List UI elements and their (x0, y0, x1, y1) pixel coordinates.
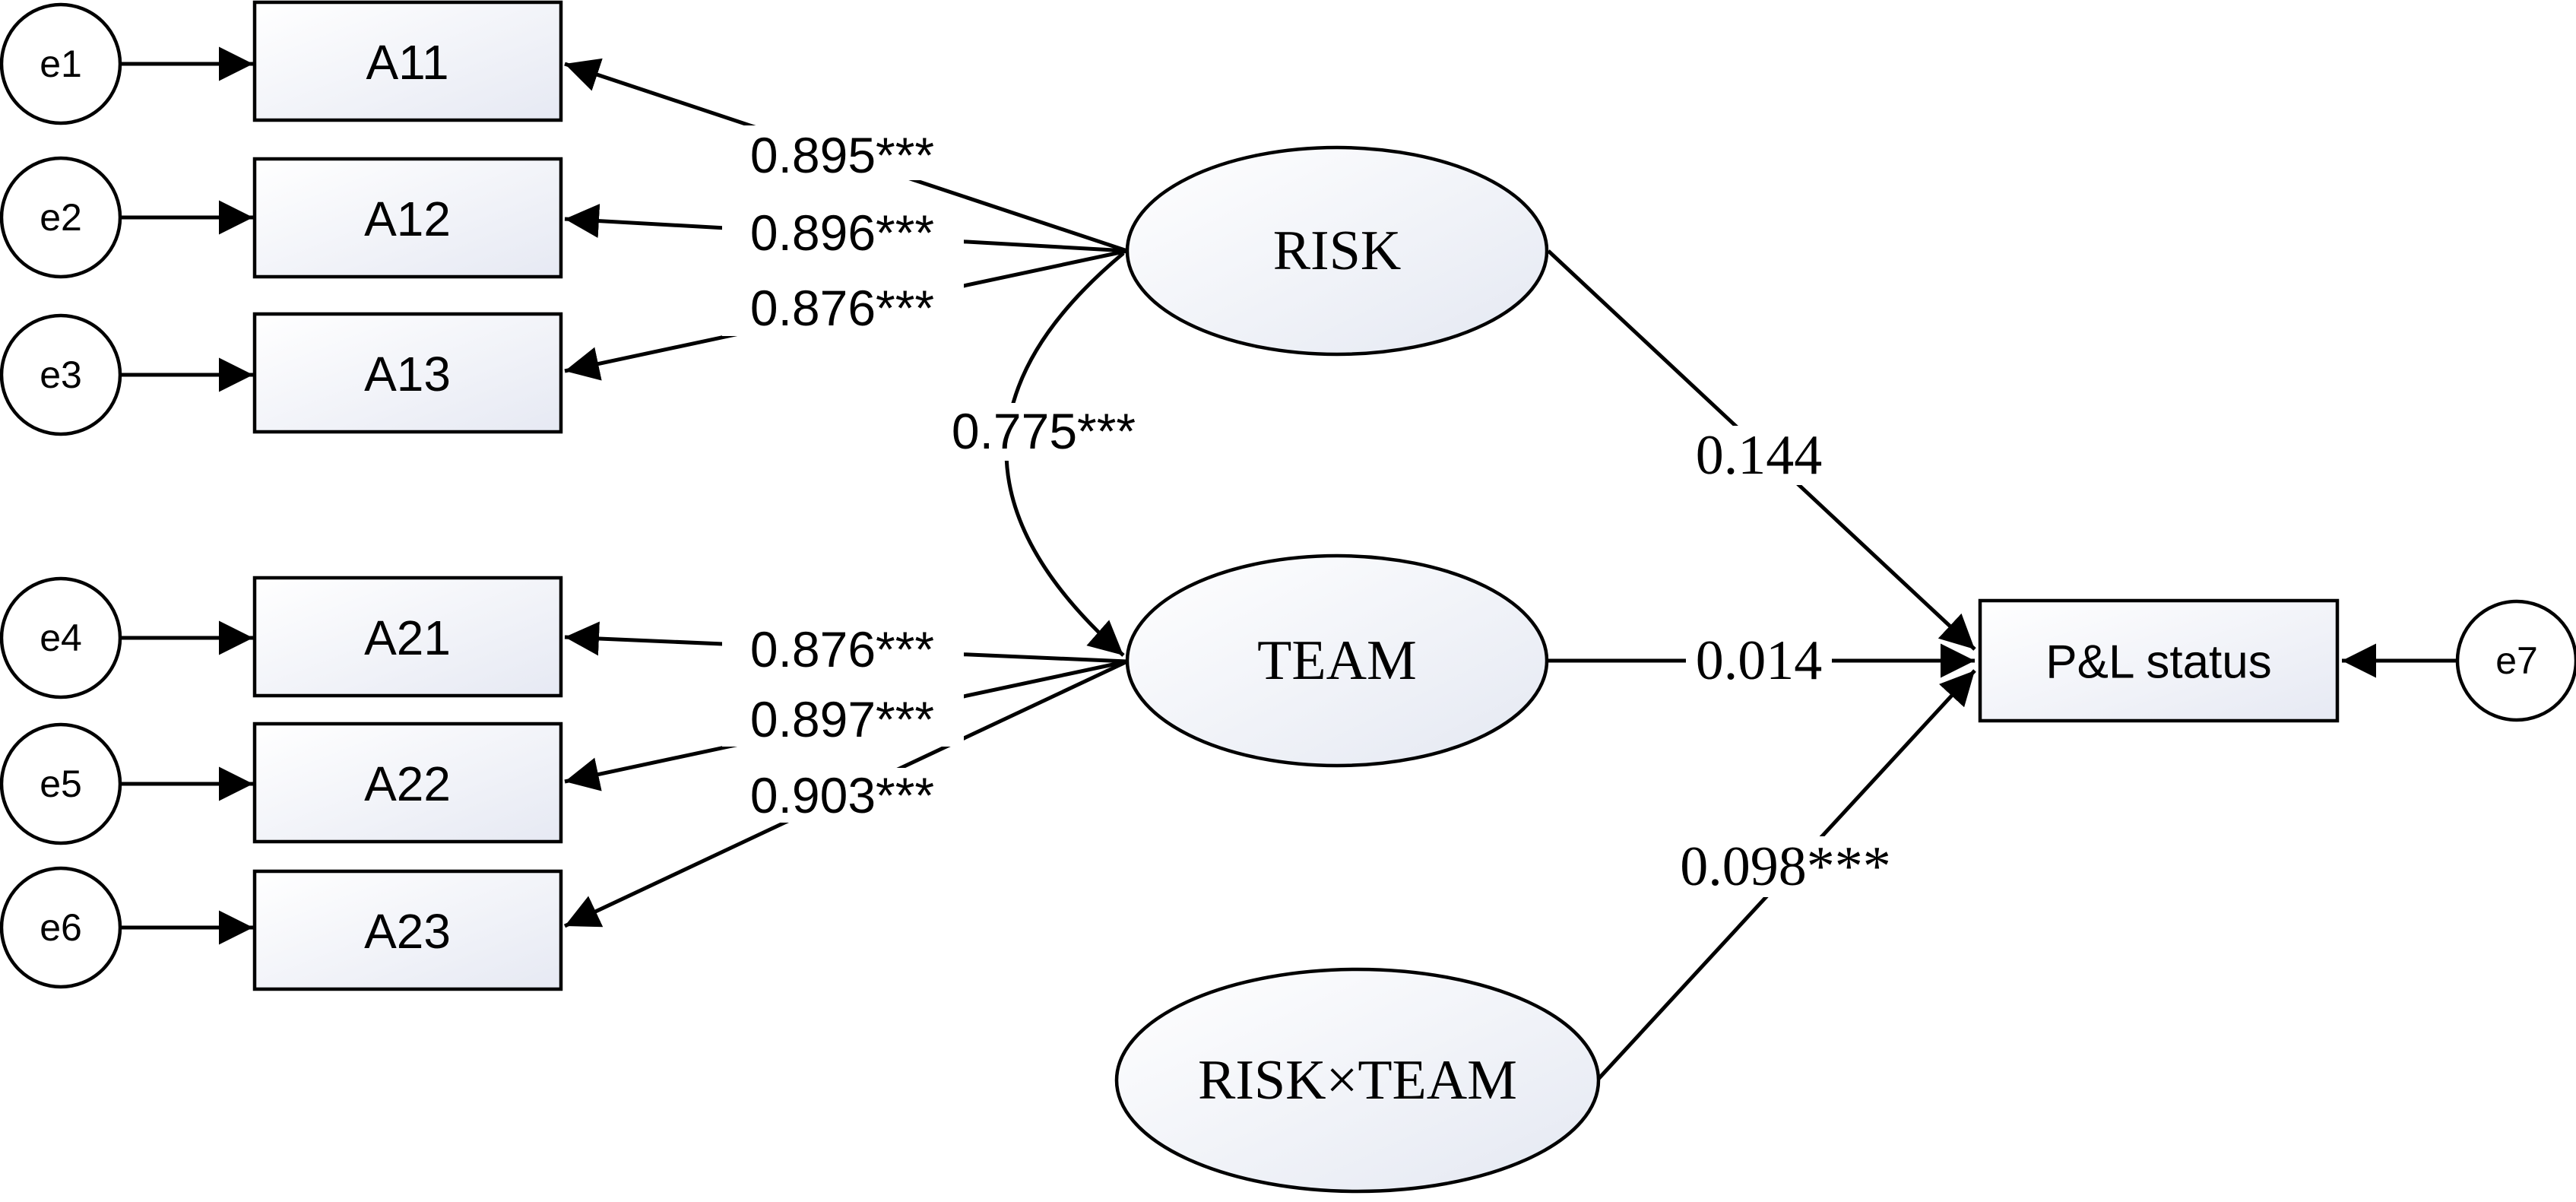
indicators: A11 A12 A13 A21 A22 A23 (252, 0, 563, 991)
loading-label-a12: 0.896*** (750, 205, 934, 261)
indicator-label-a22: A22 (364, 756, 451, 811)
outcome-box (1978, 598, 2340, 723)
indicator-label-a13: A13 (364, 347, 451, 401)
path-label-interaction: 0.098*** (1680, 836, 1891, 898)
latent-interaction-ellipse (1114, 967, 1601, 1194)
path-labels: 0.144 0.014 0.098*** (1663, 424, 1908, 898)
latent-variables: RISK TEAM RISK×TEAM (1114, 145, 1601, 1194)
latent-team-ellipse (1125, 553, 1549, 768)
indicator-box-a13 (252, 312, 563, 434)
error-circle-e2 (0, 156, 122, 279)
indicator-box-a11 (252, 0, 563, 122)
loading-labels: 0.895*** 0.896*** 0.876*** 0.876*** 0.89… (722, 125, 964, 823)
error-label-e2: e2 (40, 196, 82, 239)
latent-interaction-label: RISK×TEAM (1198, 1049, 1517, 1112)
latent-risk-label: RISK (1273, 220, 1402, 282)
error-arrows (120, 46, 2457, 945)
error-circle-e7 (2455, 599, 2576, 722)
loading-label-a22: 0.897*** (750, 691, 934, 747)
error-circle-e3 (0, 313, 122, 436)
error-terms: e1 e2 e3 e4 e5 e6 e7 (0, 2, 2576, 989)
error-label-e3: e3 (40, 354, 82, 396)
path-label-team: 0.014 (1696, 630, 1823, 692)
latent-risk-ellipse (1125, 145, 1549, 357)
covariance-label: 0.775*** (952, 403, 1136, 459)
indicator-label-a21: A21 (364, 611, 451, 665)
error-circle-e6 (0, 866, 122, 989)
error-label-e1: e1 (40, 43, 82, 85)
indicator-box-a21 (252, 576, 563, 698)
indicator-label-a12: A12 (364, 192, 451, 246)
error-label-e7: e7 (2495, 639, 2538, 682)
error-circle-e5 (0, 722, 122, 845)
loading-label-a23: 0.903*** (750, 767, 934, 823)
outcome-label: P&L status (2045, 636, 2272, 689)
indicator-box-a23 (252, 869, 563, 991)
latent-team-label: TEAM (1257, 630, 1417, 692)
loading-label-a13: 0.876*** (750, 280, 934, 336)
indicator-label-a23: A23 (364, 904, 451, 959)
loading-label-a11: 0.895*** (750, 127, 934, 183)
indicator-box-a22 (252, 722, 563, 844)
error-label-e6: e6 (40, 906, 82, 949)
loading-label-a21: 0.876*** (750, 621, 934, 677)
indicator-label-a11: A11 (366, 35, 448, 90)
error-circle-e4 (0, 576, 122, 699)
indicator-box-a12 (252, 157, 563, 279)
error-label-e4: e4 (40, 617, 82, 659)
error-label-e5: e5 (40, 763, 82, 805)
error-circle-e1 (0, 2, 122, 125)
path-label-risk: 0.144 (1696, 424, 1823, 487)
